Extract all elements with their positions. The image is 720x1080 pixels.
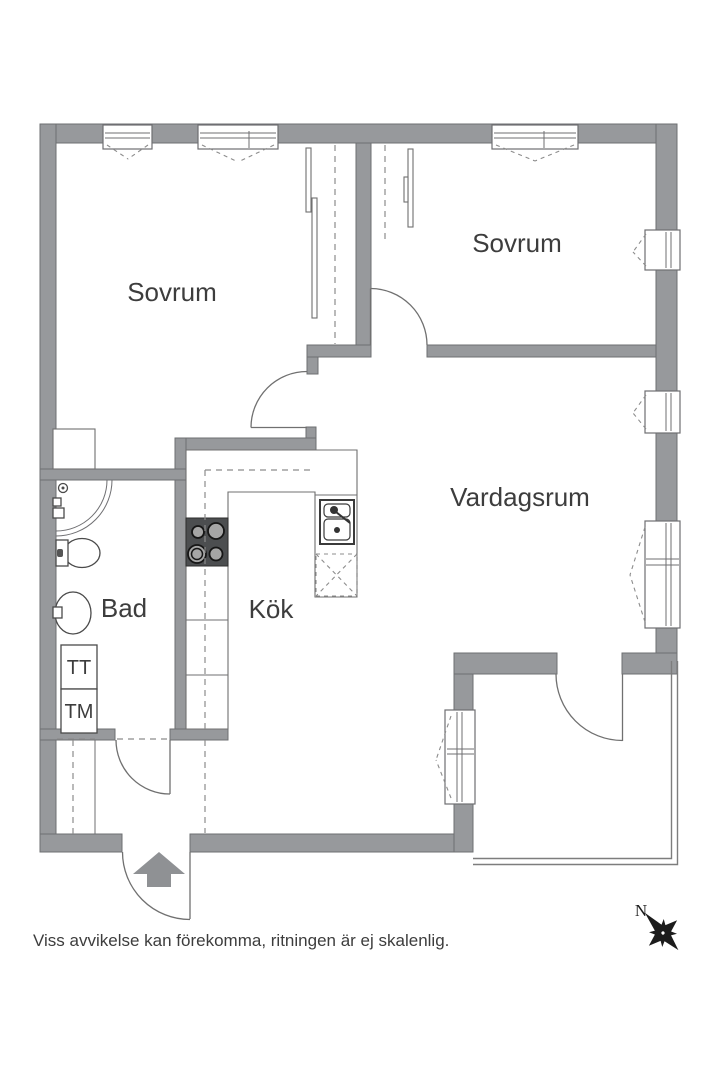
room-label-bedroom-left: Sovrum [127,277,217,307]
shower [52,479,113,537]
wall-bedroom2-bottom-left [306,344,372,358]
wardrobe-bedroom-right-door1 [407,148,414,228]
wall-bottom-left-of-entrance [39,833,123,853]
wall-balcony-top-right [621,652,678,675]
interior-walls [39,142,657,741]
room-label-kitchen: Kök [249,594,295,624]
window-bedroom-left-1 [102,124,153,160]
wall-kitchen-top [174,437,317,451]
wardrobes [305,145,414,344]
stove [185,517,229,567]
wall-balcony-top-left [453,652,558,675]
window-bedroom-right-side [632,229,681,271]
hall-closet [57,738,206,834]
kitchen-upper-cabinets [204,469,315,729]
room-label-living-room: Vardagsrum [450,482,590,512]
windows [102,124,681,805]
bathroom-fixtures [52,479,113,734]
room-label-bedroom-right: Sovrum [472,228,562,258]
toilet [55,537,101,569]
kitchen-counter [185,449,358,730]
window-bedroom-right-top [491,124,579,162]
entrance-arrow [133,852,185,887]
door-balcony [555,673,624,742]
balcony-railing [473,661,679,866]
bathroom-sink [52,591,92,635]
kitchen-fixtures [185,449,358,730]
wardrobe-bedroom-right-door2 [403,176,409,203]
door-bedroom-left [250,370,308,429]
wardrobe-bedroom-left-door1 [305,147,312,213]
label-dryer: TT [67,657,91,679]
wall-stub-corridor-lower [305,426,317,439]
compass-rose: N [635,901,679,951]
doors [115,287,624,921]
window-hall-balcony [435,709,476,805]
label-washer: TM [65,701,94,723]
door-bedroom-right [369,287,428,346]
room-labels: Sovrum Sovrum Vardagsrum Bad Kök TT TM [65,228,590,723]
window-living-room-1 [632,390,681,434]
compass-north-label: N [635,901,647,920]
window-living-room-2 [629,520,681,629]
window-bedroom-left-2 [197,124,279,163]
kitchen-sink [319,499,355,545]
wall-bathroom-bottom-right [169,728,229,741]
wall-bedroom2-bottom-right [426,344,657,358]
wall-stub-corridor-upper [306,356,319,375]
disclaimer-text: Viss avvikelse kan förekomma, ritningen … [33,931,449,950]
door-entrance [121,851,191,921]
washer-box [60,688,98,734]
wall-bottom [189,833,455,853]
wall-bedroom-divider [355,142,372,347]
wall-bathroom-top [39,468,187,481]
wall-left [39,123,57,853]
dishwasher [315,553,358,597]
wardrobe-bedroom-left-door2 [311,197,318,319]
wall-hall-balcony-lower [453,802,474,853]
wall-bathroom-right [174,437,187,741]
room-label-bathroom: Bad [101,593,147,623]
compass-center-dot [661,931,665,935]
door-bathroom [115,739,171,795]
shaft-niche [52,428,96,470]
dryer-box [60,644,98,690]
